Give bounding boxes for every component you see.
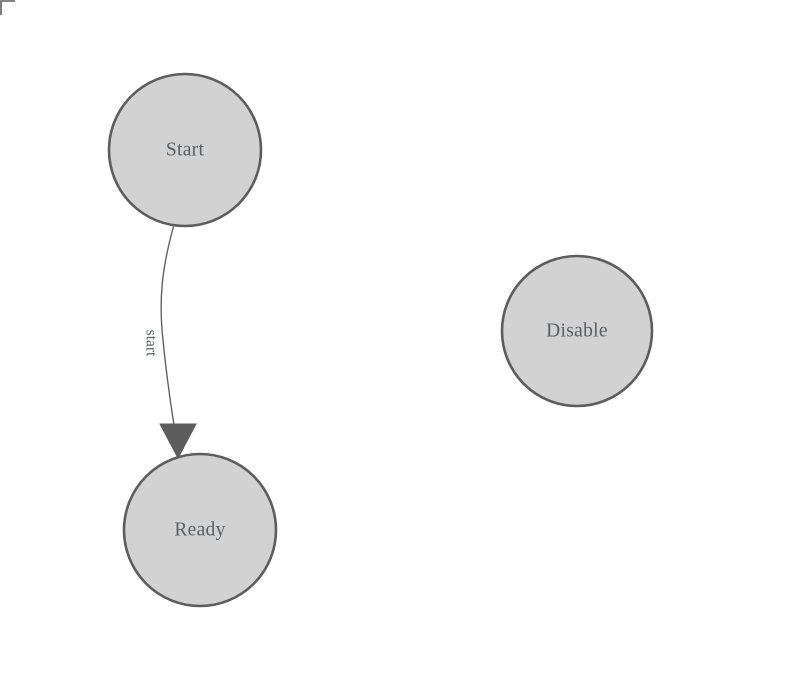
node-ready-circle[interactable] bbox=[122, 452, 278, 608]
edge-start-to-ready[interactable]: start bbox=[142, 226, 197, 460]
node-disable-label: Disable bbox=[546, 320, 608, 341]
edge-path bbox=[160, 226, 179, 448]
node-start-label: Start bbox=[166, 139, 205, 160]
node-start[interactable]: Start bbox=[107, 72, 263, 228]
node-ready-label: Ready bbox=[174, 519, 225, 540]
node-disable-circle[interactable] bbox=[500, 254, 654, 408]
selection-corner-bracket-icon bbox=[0, 0, 15, 15]
node-ready[interactable]: Ready bbox=[122, 452, 278, 608]
node-disable[interactable]: Disable bbox=[500, 254, 654, 408]
edge-arrowhead-icon bbox=[159, 423, 197, 460]
node-start-circle[interactable] bbox=[107, 72, 263, 228]
edge-label-start: start bbox=[142, 330, 159, 357]
